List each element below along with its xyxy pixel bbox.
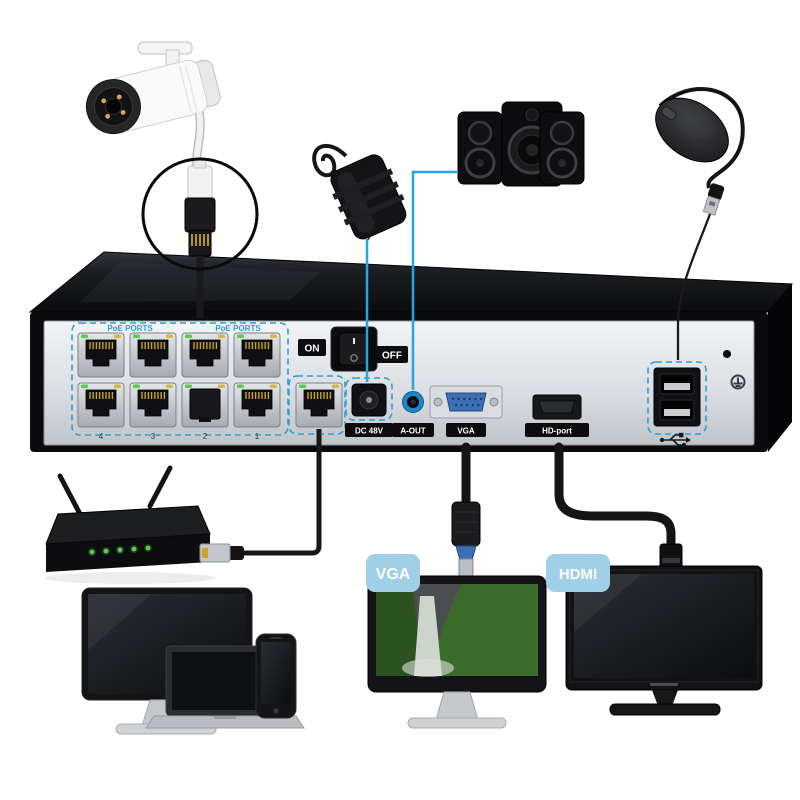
speaker-to-aout-line [411,170,458,390]
hdmi-label: HD-port [542,427,572,436]
aout-label: A-OUT [400,427,425,436]
router-antenna [57,473,83,517]
poe-port-6 [129,382,177,428]
vga-cable [451,442,481,580]
hdmi-monitor-base [609,703,721,716]
hdmi-badge-label: HDMI [559,566,597,583]
dc-label-plate [345,423,393,437]
power-adapter [312,143,407,241]
mouse [655,87,745,216]
mouse-to-usb-line [676,213,712,360]
poe-port-1 [77,332,125,378]
smartphone [255,633,297,719]
speaker-system [457,101,585,187]
monitor-brand-mark [650,683,678,686]
port-number: 4 [99,432,104,441]
laptop-base [145,715,305,729]
usb-dashed-outline [647,361,707,435]
vga-port: VGA [429,385,503,437]
poe-ports-label: PoE PORTS [107,324,153,333]
power-switch: ON OFF [298,326,408,372]
on-label-plate [298,339,326,356]
vga-monitor-screen [376,584,538,677]
vga-monitor-base [407,717,507,729]
router [45,465,215,584]
vga-badge: VGA [366,554,420,592]
camera-mount-plate [137,41,193,55]
poe-ports-label: PoE PORTS [215,324,261,333]
vga-label: VGA [457,427,475,436]
vga-monitor-stand [435,691,479,721]
hdmi-monitor-stand [652,690,678,706]
poe-port-bank: PoE PORTS PoE PORTS 4 3 2 1 [71,322,289,441]
camera-connector [141,157,259,318]
connector-highlight-circle [141,157,259,271]
poe-port-2 [129,332,177,378]
hdmi-cable [554,442,683,573]
vga-plug [455,545,477,561]
router-front [46,534,210,572]
hdmi-port: HD-port [525,394,589,437]
router-rj45-plug [199,543,244,563]
off-label-plate [376,346,408,363]
port-number: 2 [203,432,208,441]
router-antenna [147,465,173,509]
poe-port-3 [181,332,229,378]
lan-to-router-cable [242,429,322,556]
poe-port-5 [77,382,125,428]
ground-screw-icon [730,374,746,390]
mouse-cable [658,87,745,189]
dc-label: DC 48V [355,427,384,436]
rj45-coupler [184,197,216,233]
camera-lens [104,98,122,116]
camera-body [85,59,221,135]
hdmi-badge: HDMI [546,554,610,592]
usb-ports [647,361,707,448]
plugged-rj45 [189,388,221,422]
poe-dashed-outline [71,322,289,436]
scroll-wheel [661,106,677,121]
poe-port-4 [233,332,281,378]
screw-hole [723,350,731,358]
hdmi-label-plate [525,423,589,437]
on-label: ON [305,344,320,355]
nvr-side-face [768,284,792,452]
vga-label-plate [446,423,486,437]
poe-port-8 [233,382,281,428]
vga-monitor [367,575,547,729]
ac-cord [312,143,348,178]
vga-connector-grip [451,501,481,547]
rocker-switch-icon [330,326,378,372]
audio-out-port: A-OUT [392,391,434,437]
lan-port [288,375,346,435]
port-number: 3 [151,432,156,441]
usb-plug [702,183,725,216]
aout-label-plate [392,423,434,437]
usb-trident-icon [659,432,691,448]
rj45-white-plug [187,165,213,201]
dc-dashed-outline [345,377,393,421]
port-number: 1 [255,432,260,441]
dc-power-input: DC 48V [345,377,393,437]
lan-dashed-outline [288,375,346,435]
off-label: OFF [382,351,402,362]
ip-camera [85,41,221,169]
router-leds [88,544,152,556]
vga-badge-label: VGA [376,566,411,583]
lan-rj45 [295,382,343,428]
